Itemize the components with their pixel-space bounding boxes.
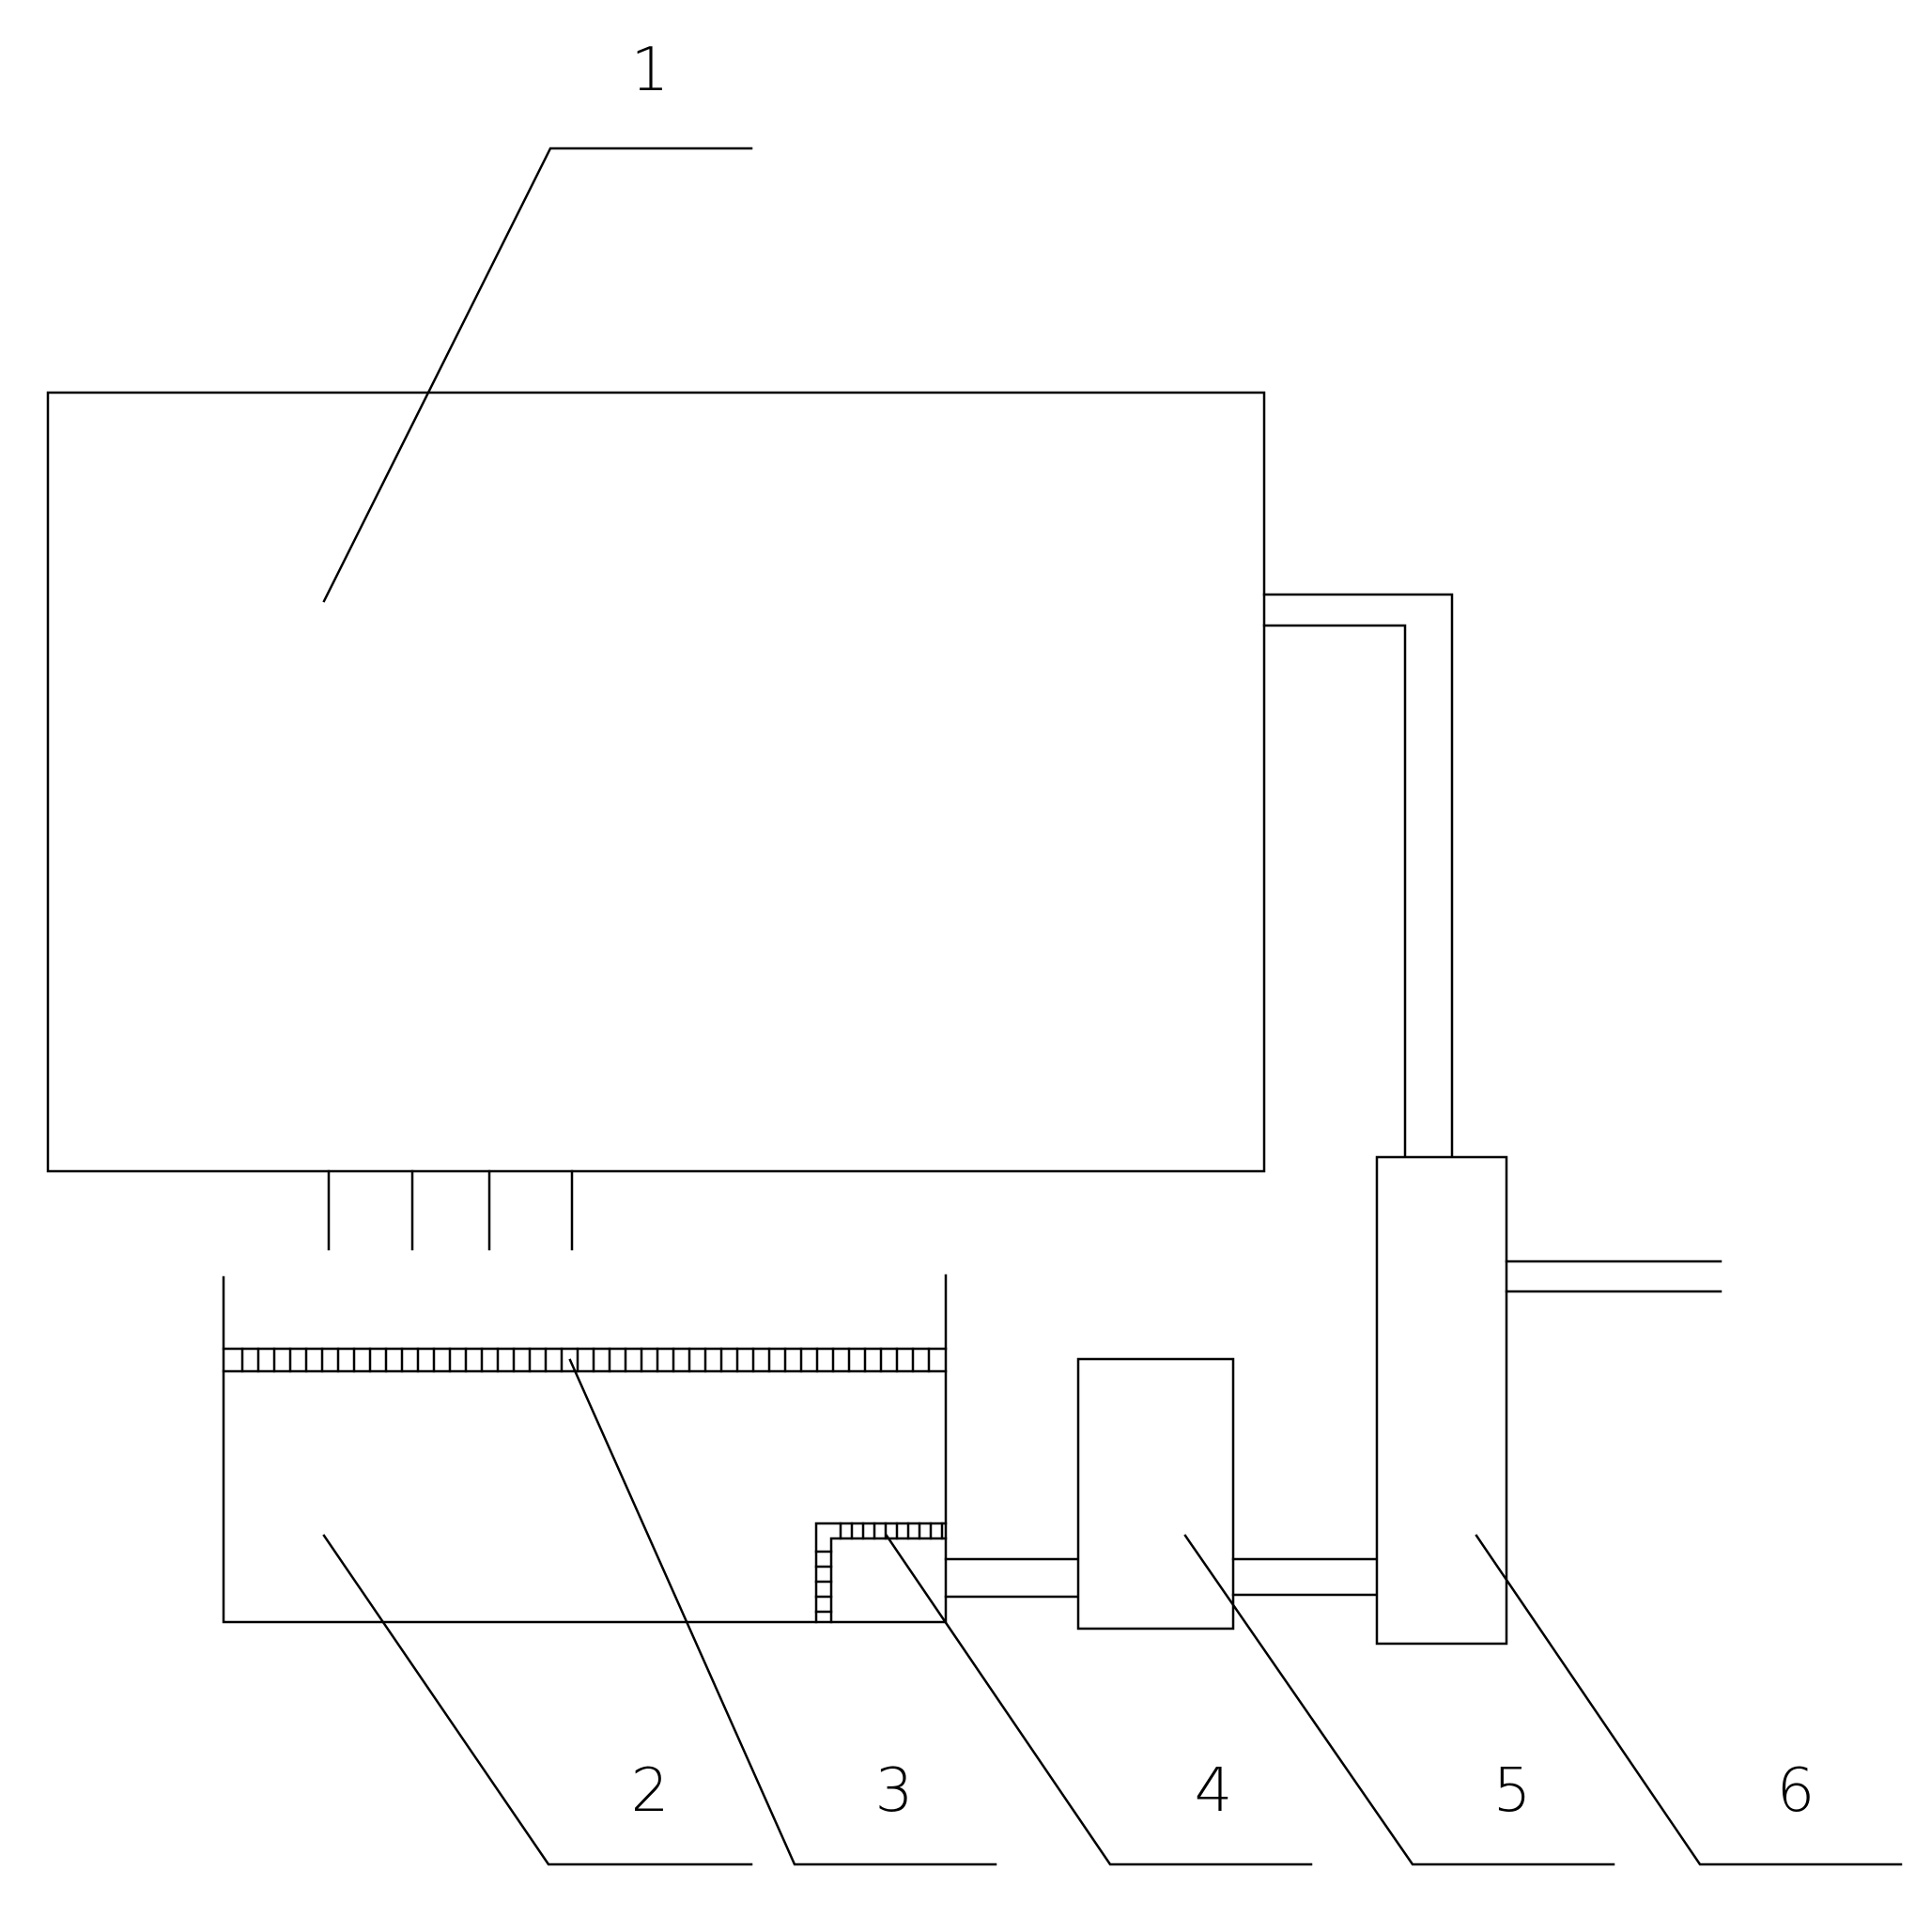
leader-1 (322, 147, 753, 603)
unit-perforations (814, 1522, 944, 1614)
leader-6 (1475, 1534, 1903, 1866)
leader-lines (322, 147, 1903, 1866)
tubes-from-chamber (327, 1169, 574, 1251)
plate-perforations (240, 1347, 931, 1373)
label-3: 3 (875, 1756, 914, 1826)
pipe-4-to-5 (944, 1557, 1080, 1599)
label-4: 4 (1195, 1756, 1233, 1826)
label-2: 2 (631, 1756, 670, 1826)
component-6-box (1375, 1155, 1508, 1646)
leader-5 (1183, 1534, 1615, 1866)
pipe-1-to-6 (1262, 593, 1454, 1159)
component-3-perforated-plate (222, 1347, 948, 1373)
component-2-tank (222, 1274, 948, 1624)
leader-4 (885, 1534, 1313, 1866)
component-4-unit (814, 1522, 948, 1624)
label-5: 5 (1493, 1756, 1532, 1826)
leader-3 (568, 1358, 997, 1866)
pipe-5-to-6 (1231, 1557, 1379, 1597)
part-labels: 1 2 3 4 5 6 (631, 36, 1815, 1826)
component-1-chamber (46, 391, 1266, 1173)
leader-2 (322, 1534, 753, 1866)
outlet-pipe (1505, 1260, 1722, 1293)
label-6: 6 (1777, 1756, 1815, 1826)
component-5-box (1076, 1357, 1235, 1631)
label-1: 1 (631, 36, 670, 105)
